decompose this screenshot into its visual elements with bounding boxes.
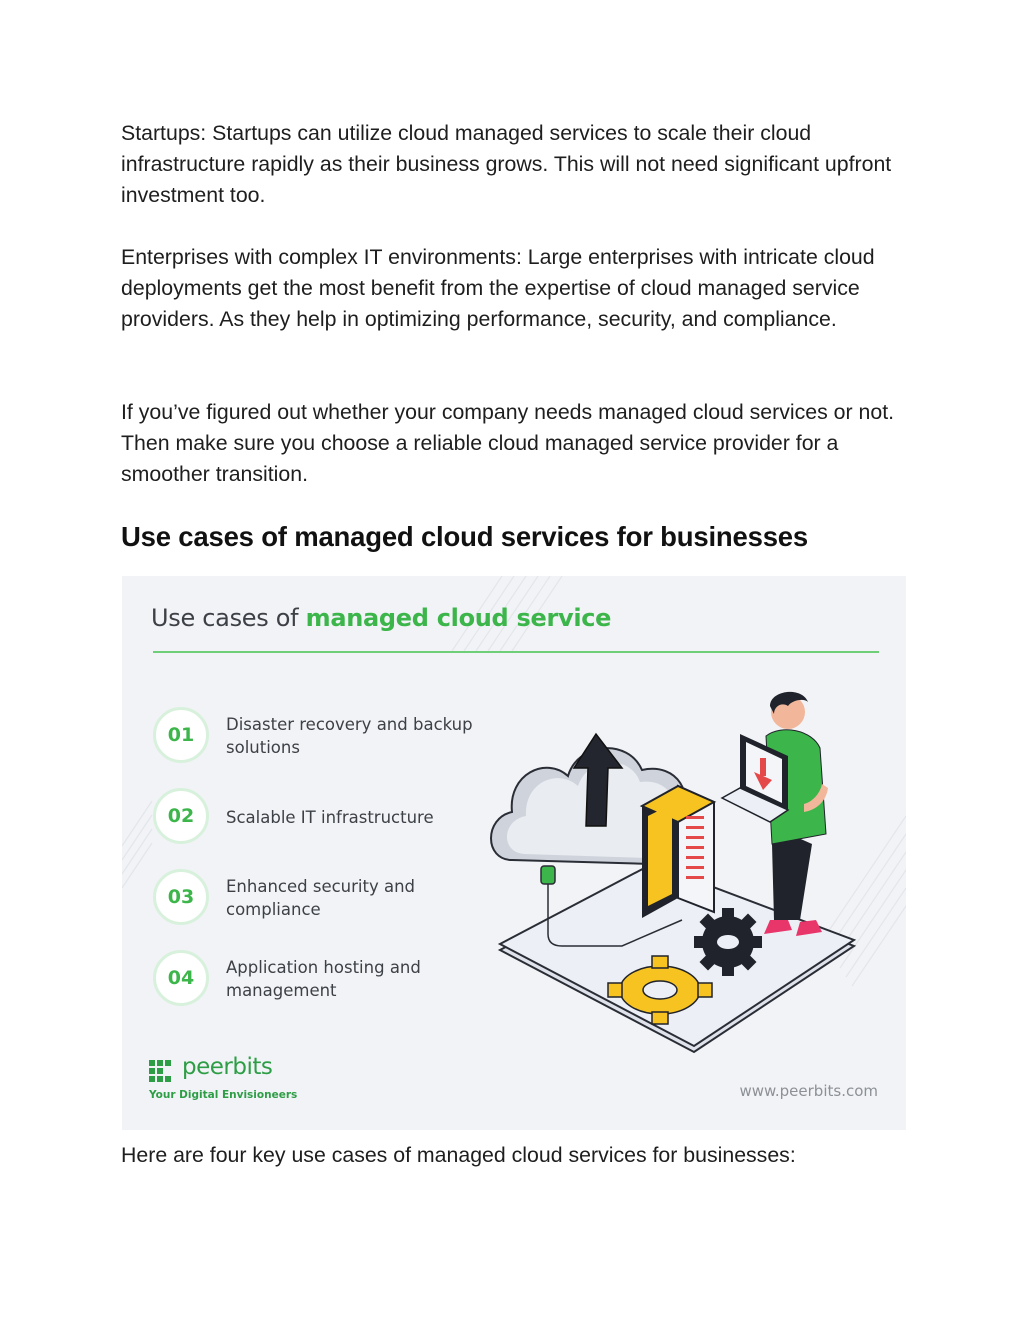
platform-top xyxy=(497,862,857,1048)
infographic-title-prefix: Use cases of xyxy=(151,604,306,632)
laptop-icon xyxy=(720,734,790,823)
infographic-title: Use cases of managed cloud service xyxy=(151,604,611,632)
website-url: www.peerbits.com xyxy=(739,1082,878,1100)
use-case-number: 04 xyxy=(153,950,209,1006)
infographic-title-accent: managed cloud service xyxy=(305,604,612,632)
peerbits-logo-icon xyxy=(149,1060,171,1082)
hand xyxy=(804,784,828,812)
brand-tagline: Your Digital Envisioneers xyxy=(149,1089,298,1101)
selection-advice-paragraph: If you’ve figured out whether your compa… xyxy=(121,400,895,486)
gear-icon xyxy=(607,955,713,1025)
title-divider xyxy=(153,651,879,653)
gear-icon xyxy=(694,908,762,976)
cable-plug xyxy=(540,865,556,885)
brand-name: peerbits xyxy=(182,1054,273,1080)
download-arrow-icon xyxy=(754,758,772,790)
use-case-number: 03 xyxy=(153,869,209,925)
use-case-number: 01 xyxy=(153,707,209,763)
section-heading: Use cases of managed cloud services for … xyxy=(121,521,808,552)
use-cases-infographic: Use cases of managed cloud service 01 Di… xyxy=(122,576,906,1130)
server-icon xyxy=(639,784,717,918)
cloud-services-illustration xyxy=(490,691,857,1054)
use-case-number: 02 xyxy=(153,788,209,844)
use-case-label: Application hosting and management xyxy=(226,958,421,1000)
use-cases-intro-paragraph: Here are four key use cases of managed c… xyxy=(121,1143,796,1167)
enterprises-paragraph: Enterprises with complex IT environments… xyxy=(121,245,875,331)
cable xyxy=(547,880,683,947)
upload-arrow-icon xyxy=(572,732,624,827)
startups-paragraph: Startups: Startups can utilize cloud man… xyxy=(121,121,892,207)
use-case-label: Scalable IT infrastructure xyxy=(226,808,434,827)
use-case-label: Disaster recovery and backup solutions xyxy=(226,715,473,757)
use-case-label: Enhanced security and compliance xyxy=(226,877,416,919)
